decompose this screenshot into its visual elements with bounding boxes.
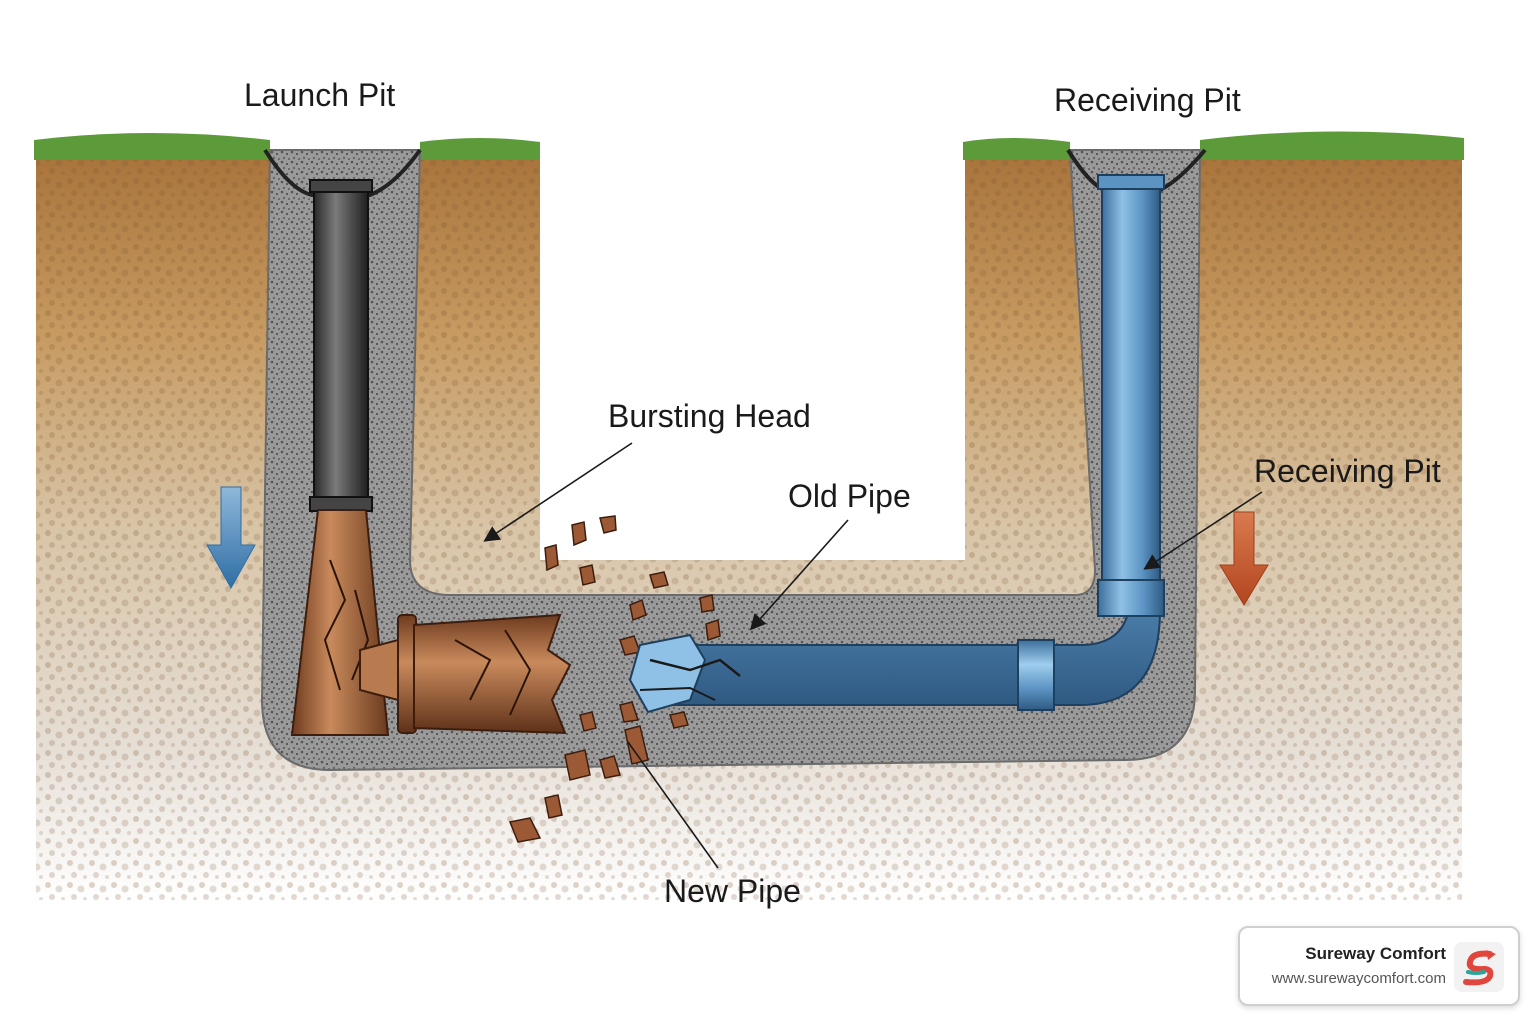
- down-arrow-blue-icon: [206, 486, 256, 590]
- leader-bursting-head: [483, 442, 633, 542]
- leader-old-pipe: [749, 519, 849, 631]
- label-receiving-pit-top: Receiving Pit: [1054, 82, 1241, 118]
- new-pipe: [628, 174, 1165, 714]
- gravel-trench: [260, 148, 1207, 772]
- brand-card[interactable]: Sureway Comfort www.surewaycomfort.com: [1238, 926, 1520, 1006]
- label-old-pipe: Old Pipe: [788, 478, 911, 514]
- leader-new-pipe: [627, 741, 719, 869]
- brand-url[interactable]: www.surewaycomfort.com: [1271, 970, 1446, 987]
- debris-fragments: [508, 515, 721, 843]
- brand-name: Sureway Comfort: [1305, 944, 1446, 963]
- sureway-s-logo-icon: [1454, 942, 1504, 992]
- label-receiving-pit-side: Receiving Pit: [1254, 453, 1441, 489]
- launch-pit-cable-pipe: [309, 179, 373, 512]
- grass-surface: [34, 131, 1464, 160]
- leader-lines: [483, 442, 1263, 869]
- old-pipe-segment: [359, 613, 572, 735]
- label-new-pipe: New Pipe: [664, 873, 801, 909]
- down-arrow-orange-icon: [1219, 511, 1269, 606]
- label-launch-pit: Launch Pit: [244, 77, 395, 113]
- label-bursting-head: Bursting Head: [608, 398, 811, 434]
- leader-receiving-pit-side: [1143, 491, 1263, 570]
